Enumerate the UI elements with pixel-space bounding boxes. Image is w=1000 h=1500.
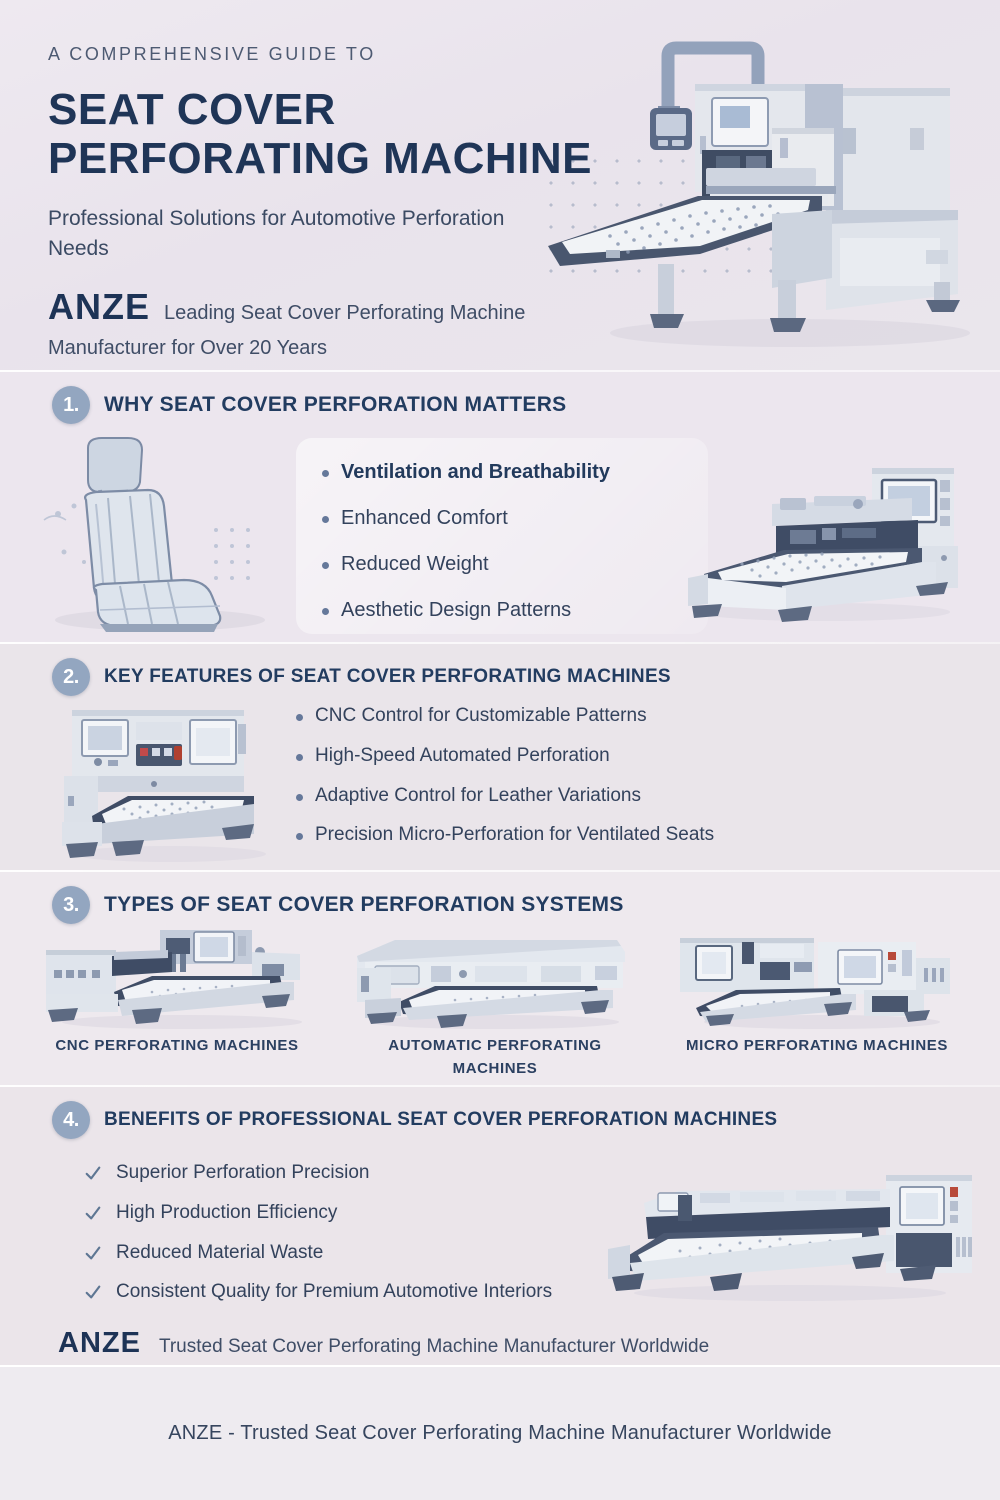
footer-text: ANZE - Trusted Seat Cover Perforating Ma… bbox=[168, 1422, 832, 1444]
section-1-header: 1. WHY SEAT COVER PERFORATION MATTERS bbox=[0, 370, 1000, 424]
section-1-title: WHY SEAT COVER PERFORATION MATTERS bbox=[104, 393, 567, 416]
section-divider bbox=[0, 870, 1000, 872]
list-item: CNC Control for Customizable Patterns bbox=[296, 704, 714, 728]
list-item-label: Reduced Material Waste bbox=[116, 1241, 324, 1263]
list-item-label: Reduced Weight bbox=[341, 553, 489, 575]
section-1-list-card: Ventilation and Breathability Enhanced C… bbox=[296, 438, 708, 634]
section-2-header: 2. KEY FEATURES OF SEAT COVER PERFORATIN… bbox=[0, 642, 1000, 696]
section-3-title: TYPES OF SEAT COVER PERFORATION SYSTEMS bbox=[104, 893, 624, 916]
section-2-body: CNC Control for Customizable Patterns Hi… bbox=[0, 696, 1000, 881]
list-item: Aesthetic Design Patterns bbox=[322, 598, 684, 623]
section-4-list: Superior Perforation Precision High Prod… bbox=[84, 1161, 704, 1320]
anze-logo: ANZE bbox=[48, 286, 150, 328]
hero-brand-line: ANZE Leading Seat Cover Perforating Mach… bbox=[48, 286, 648, 329]
bullet-dot-icon bbox=[296, 714, 303, 721]
hero-text-block: A COMPREHENSIVE GUIDE TO SEAT COVER PERF… bbox=[48, 44, 648, 360]
machine-type-3-caption: MICRO PERFORATING MACHINES bbox=[686, 1037, 948, 1054]
section-divider bbox=[0, 1085, 1000, 1087]
section-2-title: KEY FEATURES OF SEAT COVER PERFORATING M… bbox=[104, 666, 671, 687]
check-icon bbox=[85, 1166, 101, 1180]
section-4-body: Superior Perforation Precision High Prod… bbox=[0, 1139, 1000, 1369]
section-4-badge: 4. bbox=[52, 1101, 90, 1139]
machine-type-2-caption: AUTOMATIC PERFORATING MACHINES bbox=[388, 1037, 602, 1077]
machine-type-2: AUTOMATIC PERFORATING MACHINES bbox=[345, 924, 645, 1080]
perforating-machine-illustration bbox=[548, 41, 970, 347]
section-3-body: CNC PERFORATING MACHINES bbox=[0, 924, 1000, 1094]
machine-type-1: CNC PERFORATING MACHINES bbox=[32, 924, 322, 1058]
car-seat-illustration bbox=[43, 437, 265, 632]
bullet-dot-icon bbox=[322, 516, 329, 523]
bullet-dot-icon bbox=[296, 833, 303, 841]
section-1: 1. WHY SEAT COVER PERFORATION MATTERS bbox=[0, 370, 1000, 642]
section-3-header: 3. TYPES OF SEAT COVER PERFORATION SYSTE… bbox=[0, 870, 1000, 924]
check-icon bbox=[85, 1285, 101, 1299]
list-item: High Production Efficiency bbox=[84, 1201, 704, 1225]
bullet-dot-icon bbox=[296, 793, 303, 801]
anze-logo: ANZE bbox=[58, 1327, 141, 1359]
list-item: Consistent Quality for Premium Automotiv… bbox=[84, 1280, 704, 1304]
cnc-perforating-machine-illustration bbox=[62, 710, 266, 862]
bullet-dot-icon bbox=[296, 753, 303, 761]
section-1-badge: 1. bbox=[52, 386, 90, 424]
list-item-label: High Production Efficiency bbox=[116, 1201, 338, 1223]
hero-kicker: A COMPREHENSIVE GUIDE TO bbox=[48, 44, 376, 64]
list-item: Enhanced Comfort bbox=[322, 506, 684, 531]
list-item-label: High-Speed Automated Perforation bbox=[315, 744, 610, 766]
section-4-header: 4. BENEFITS OF PROFESSIONAL SEAT COVER P… bbox=[0, 1085, 1000, 1139]
section-4-title: BENEFITS OF PROFESSIONAL SEAT COVER PERF… bbox=[104, 1109, 778, 1130]
closing-brand-line: ANZE Trusted Seat Cover Perforating Mach… bbox=[58, 1327, 709, 1361]
section-2-badge: 2. bbox=[52, 658, 90, 696]
hero-brand-tagline: Leading Seat Cover Perforating Machine bbox=[164, 302, 526, 325]
automatic-perforating-machine-illustration bbox=[357, 940, 625, 1029]
micro-perforating-machine-illustration bbox=[680, 938, 950, 1029]
bullet-dot-icon bbox=[322, 470, 329, 477]
footer: ANZE - Trusted Seat Cover Perforating Ma… bbox=[0, 1365, 1000, 1500]
list-item-label: Adaptive Control for Leather Variations bbox=[315, 784, 641, 806]
check-icon bbox=[85, 1246, 101, 1259]
list-item: Adaptive Control for Leather Variations bbox=[296, 784, 714, 808]
list-item: Precision Micro-Perforation for Ventilat… bbox=[296, 823, 714, 847]
hero-subtitle: Professional Solutions for Automotive Pe… bbox=[48, 206, 505, 260]
check-icon bbox=[85, 1206, 101, 1220]
list-item-label: Aesthetic Design Patterns bbox=[341, 599, 572, 621]
perforating-machine-illustration bbox=[688, 468, 958, 622]
section-1-body: Ventilation and Breathability Enhanced C… bbox=[0, 424, 1000, 654]
page-title-line1: SEAT COVER bbox=[48, 85, 336, 134]
closing-tagline: Trusted Seat Cover Perforating Machine M… bbox=[158, 1336, 710, 1357]
section-divider bbox=[0, 642, 1000, 644]
list-item-label: Superior Perforation Precision bbox=[116, 1162, 370, 1183]
cnc-perforating-machine-illustration bbox=[46, 930, 302, 1029]
list-item-label: Precision Micro-Perforation for Ventilat… bbox=[315, 824, 715, 846]
list-item: Ventilation and Breathability bbox=[322, 460, 684, 485]
section-2: 2. KEY FEATURES OF SEAT COVER PERFORATIN… bbox=[0, 642, 1000, 870]
section-3-badge: 3. bbox=[52, 886, 90, 924]
page-title: SEAT COVER PERFORATING MACHINE bbox=[48, 85, 648, 184]
list-item-label: CNC Control for Customizable Patterns bbox=[315, 705, 647, 726]
bullet-dot-icon bbox=[322, 608, 329, 615]
section-1-list: Ventilation and Breathability Enhanced C… bbox=[322, 460, 684, 623]
hero-section: A COMPREHENSIVE GUIDE TO SEAT COVER PERF… bbox=[0, 0, 1000, 370]
machine-type-3: MICRO PERFORATING MACHINES bbox=[672, 924, 962, 1058]
list-item: Superior Perforation Precision bbox=[84, 1161, 704, 1185]
list-item-label: Ventilation and Breathability bbox=[341, 461, 610, 483]
list-item-label: Enhanced Comfort bbox=[341, 507, 508, 529]
perforating-machine-illustration bbox=[608, 1175, 972, 1301]
section-2-list: CNC Control for Customizable Patterns Hi… bbox=[296, 704, 714, 863]
list-item: High-Speed Automated Perforation bbox=[296, 744, 714, 768]
bullet-dot-icon bbox=[322, 562, 329, 569]
list-item: Reduced Weight bbox=[322, 552, 684, 577]
hero-brand-tagline-2: Manufacturer for Over 20 Years bbox=[48, 337, 328, 360]
section-4: 4. BENEFITS OF PROFESSIONAL SEAT COVER P… bbox=[0, 1085, 1000, 1365]
section-divider bbox=[0, 370, 1000, 372]
list-item: Reduced Material Waste bbox=[84, 1241, 704, 1265]
list-item-label: Consistent Quality for Premium Automotiv… bbox=[116, 1281, 553, 1303]
page-title-line2: PERFORATING MACHINE bbox=[48, 134, 593, 184]
machine-type-1-caption: CNC PERFORATING MACHINES bbox=[55, 1037, 299, 1054]
section-3: 3. TYPES OF SEAT COVER PERFORATION SYSTE… bbox=[0, 870, 1000, 1085]
